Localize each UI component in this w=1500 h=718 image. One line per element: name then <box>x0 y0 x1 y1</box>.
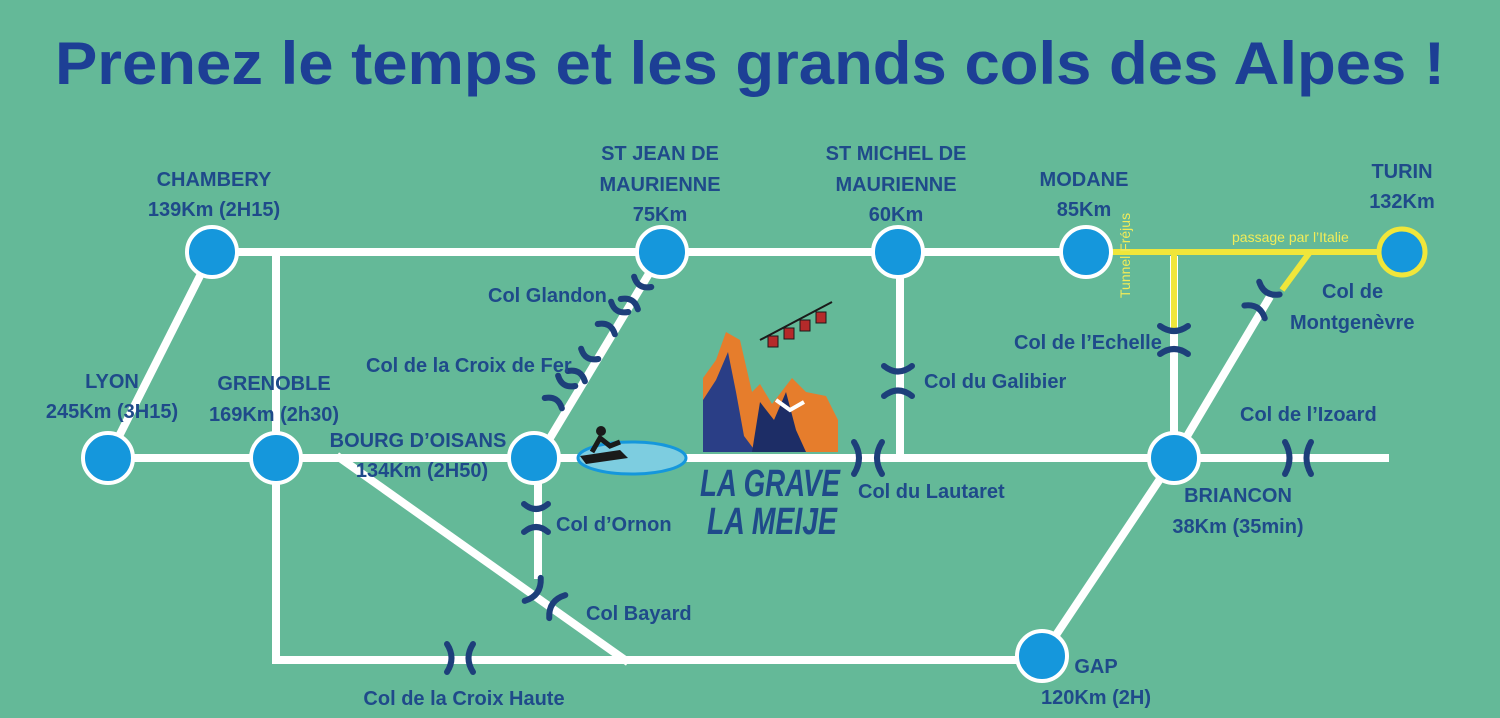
logo-line2: LA MEIJE <box>707 501 838 543</box>
label-st-jean-line2: MAURIENNE <box>599 174 720 196</box>
label-tunnel-frejus: Tunnel Fréjus <box>1117 213 1133 298</box>
city-labels: CHAMBERY 139Km (2H15) LYON 245Km (3H15) … <box>46 143 1435 709</box>
pass-marker-croix-haute <box>444 641 476 675</box>
node-chambery[interactable] <box>185 225 239 279</box>
label-st-michel-line1: ST MICHEL DE <box>826 143 967 165</box>
label-col-lautaret: Col du Lautaret <box>858 481 1005 503</box>
label-modane-info: 85Km <box>1057 199 1111 221</box>
label-col-galibier: Col du Galibier <box>924 371 1066 393</box>
italy-road <box>1110 249 1382 330</box>
label-col-ornon: Col d’Ornon <box>556 514 672 536</box>
label-col-montgenevre-line2: Montgenèvre <box>1290 312 1414 334</box>
pass-marker-ornon <box>521 501 551 535</box>
label-bourg-info: 134Km (2H50) <box>356 460 488 482</box>
label-modane-name: MODANE <box>1040 169 1129 191</box>
pass-marker-croix-de-fer-2 <box>564 345 602 385</box>
road-briancon-gap <box>1036 452 1180 662</box>
road-montgenevre <box>1168 294 1274 464</box>
road-chambery-lyon <box>102 246 218 464</box>
node-turin[interactable] <box>1376 226 1428 278</box>
label-st-jean-line1: ST JEAN DE <box>601 143 719 165</box>
pass-labels: Col Glandon Col de la Croix de Fer Col d… <box>363 281 1414 710</box>
node-modane[interactable] <box>1059 225 1113 279</box>
pass-marker-croix-de-fer-3 <box>541 372 579 412</box>
node-briancon[interactable] <box>1147 431 1201 485</box>
node-lyon[interactable] <box>81 431 135 485</box>
pass-marker-montgenevre <box>1241 278 1283 322</box>
pass-markers <box>444 273 1314 675</box>
label-col-izoard: Col de l’Izoard <box>1240 404 1377 426</box>
label-col-croix-de-fer: Col de la Croix de Fer <box>366 355 572 377</box>
label-briancon-name: BRIANCON <box>1184 485 1292 507</box>
label-lyon-name: LYON <box>85 371 139 393</box>
label-col-croix-haute: Col de la Croix Haute <box>363 688 564 710</box>
pass-marker-bayard <box>521 574 569 622</box>
label-italy-passage: passage par l’Italie <box>1232 229 1349 245</box>
pass-marker-echelle <box>1157 323 1191 357</box>
label-turin-name: TURIN <box>1371 161 1432 183</box>
label-grenoble-name: GRENOBLE <box>217 373 330 395</box>
label-chambery-name: CHAMBERY <box>157 169 272 191</box>
label-lyon-info: 245Km (3H15) <box>46 401 178 423</box>
road-italy-montgenevre <box>1279 250 1313 292</box>
road-grenoble-south <box>272 248 616 664</box>
lake-skier-icon <box>576 426 688 476</box>
label-gap-info: 120Km (2H) <box>1041 687 1151 709</box>
label-st-michel-info: 60Km <box>869 204 923 226</box>
page-title: Prenez le temps et les grands cols des A… <box>55 30 1445 97</box>
pass-marker-lautaret <box>851 439 885 477</box>
label-chambery-info: 139Km (2H15) <box>148 199 280 221</box>
node-bourg-doisans[interactable] <box>507 431 561 485</box>
label-col-montgenevre-line1: Col de <box>1322 281 1383 303</box>
label-bourg-name: BOURG D’OISANS <box>330 430 507 452</box>
city-nodes <box>81 225 1428 683</box>
pass-marker-galibier <box>881 363 915 399</box>
node-st-michel[interactable] <box>871 225 925 279</box>
logo-line1: LA GRAVE <box>700 463 841 505</box>
label-gap-name: GAP <box>1074 656 1117 678</box>
node-gap[interactable] <box>1015 629 1069 683</box>
label-col-glandon: Col Glandon <box>488 285 607 307</box>
label-turin-info: 132Km <box>1369 191 1435 213</box>
pass-marker-croix-de-fer-1 <box>594 298 632 338</box>
pass-marker-izoard <box>1282 439 1314 477</box>
label-st-jean-info: 75Km <box>633 204 687 226</box>
road-bayard <box>334 452 631 666</box>
node-st-jean[interactable] <box>635 225 689 279</box>
label-col-echelle: Col de l’Echelle <box>1014 332 1162 354</box>
label-grenoble-info: 169Km (2h30) <box>209 404 339 426</box>
label-st-michel-line2: MAURIENNE <box>835 174 956 196</box>
pass-marker-glandon <box>617 273 655 313</box>
label-briancon-info: 38Km (35min) <box>1172 516 1303 538</box>
la-grave-logo: LA GRAVE LA MEIJE <box>700 301 841 543</box>
label-col-bayard: Col Bayard <box>586 603 692 625</box>
node-grenoble[interactable] <box>249 431 303 485</box>
